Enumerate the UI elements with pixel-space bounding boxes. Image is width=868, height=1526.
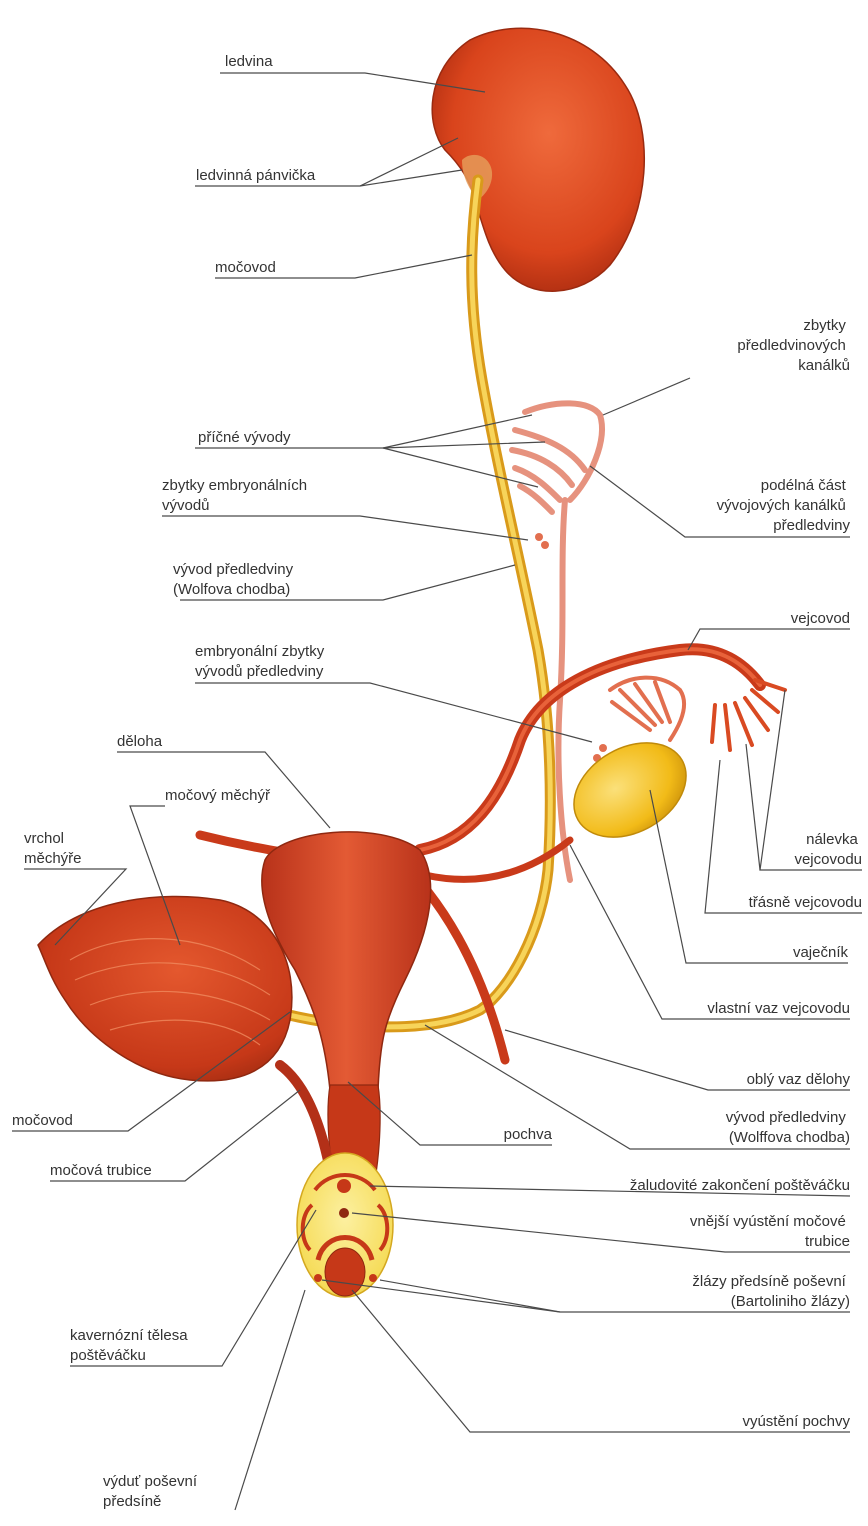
label-obly-vaz: oblý vaz dělohy bbox=[747, 1071, 851, 1088]
label-vajecnik: vaječník bbox=[793, 944, 849, 961]
label-trasne-vejcovodu: třásně vejcovodu bbox=[749, 894, 862, 911]
label-vnejsi-vyusteni: vnější vyústění močové trubice bbox=[690, 1213, 850, 1250]
label-kavernozni: kavernózní tělesa poštěváčku bbox=[70, 1327, 192, 1364]
fimbriae-shape bbox=[712, 680, 785, 750]
label-ledvina: ledvina bbox=[225, 53, 273, 70]
ovary-shape bbox=[557, 724, 703, 857]
label-vejcovod: vejcovod bbox=[791, 610, 850, 627]
label-zlazy: žlázy předsíně poševní (Bartoliniho žláz… bbox=[692, 1273, 850, 1310]
illustration bbox=[38, 28, 785, 1297]
label-mocovod-left: močovod bbox=[12, 1112, 73, 1129]
label-ledvinna-panvicka: ledvinná pánvička bbox=[196, 167, 316, 184]
label-mocovod-top: močovod bbox=[215, 259, 276, 276]
label-mocovy-mechyr: močový měchýř bbox=[165, 787, 271, 804]
label-mocova-trubice: močová trubice bbox=[50, 1162, 152, 1179]
label-vydut: výduť poševní předsíně bbox=[103, 1473, 201, 1510]
label-embryonalni-zbytky: embryonální zbytky vývodů předledviny bbox=[195, 643, 328, 680]
label-zbytky-embryonalnich: zbytky embryonálních vývodů bbox=[162, 477, 311, 514]
label-zaludovite: žaludovité zakončení poštěváčku bbox=[630, 1177, 850, 1194]
label-podelna-cast: podélná část vývojových kanálků předledv… bbox=[717, 477, 851, 534]
labels: ledvina ledvinná pánvička močovod zbytky… bbox=[12, 53, 862, 1510]
label-vlastni-vaz: vlastní vaz vejcovodu bbox=[707, 1000, 850, 1017]
label-vrchol-mechyre: vrchol měchýře bbox=[24, 830, 82, 867]
epoophoron-shape bbox=[610, 678, 684, 740]
label-nalevka-vejcovodu: nálevka vejcovodu bbox=[794, 831, 862, 868]
label-vyusteni-pochvy: vyústění pochvy bbox=[742, 1413, 850, 1430]
label-zbytky-predledvinovych: zbytky předledvinových kanálků bbox=[737, 317, 850, 374]
label-vyvod-predledviny-right: vývod předledviny (Wolffova chodba) bbox=[726, 1109, 850, 1146]
bladder-shape bbox=[38, 896, 292, 1080]
label-deloha: děloha bbox=[117, 733, 163, 750]
label-pochva: pochva bbox=[504, 1126, 553, 1143]
label-pricne-vyvody: příčné vývody bbox=[198, 429, 291, 446]
label-vyvod-predledviny-left: vývod předledviny (Wolfova chodba) bbox=[173, 561, 297, 598]
